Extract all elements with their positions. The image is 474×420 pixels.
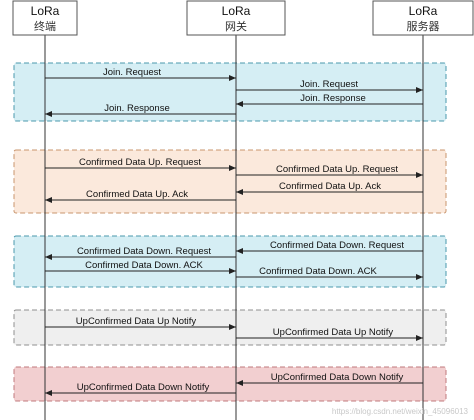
participant-server-box (372, 0, 474, 36)
group-confirmed-up-frame (13, 149, 447, 214)
participant-terminal-name: LoRa (31, 4, 60, 18)
message-label: UpConfirmed Data Down Notify (271, 372, 404, 383)
participant-gateway-name: LoRa (222, 4, 251, 18)
message-label: UpConfirmed Data Up Notify (76, 316, 197, 327)
participant-terminal-sub: 终端 (34, 19, 56, 33)
participant-gateway-box (186, 0, 286, 36)
message-label: Confirmed Data Up. Ack (86, 189, 188, 200)
message-label: Confirmed Data Up. Request (79, 157, 201, 168)
message-label: UpConfirmed Data Up Notify (273, 327, 394, 338)
participant-gateway-sub: 网关 (225, 19, 247, 33)
message-label: Confirmed Data Down. Request (270, 240, 404, 251)
message-arrows (45, 75, 423, 396)
group-join-frame (13, 62, 447, 122)
participant-terminal: LoRa 终端 (12, 0, 78, 36)
message-label: Confirmed Data Down. ACK (85, 260, 203, 271)
participant-server-name: LoRa (409, 4, 438, 18)
message-label: Confirmed Data Up. Request (276, 164, 398, 175)
group-confirmed-down-frame (13, 235, 447, 288)
message-label: Confirmed Data Down. Request (77, 246, 211, 257)
watermark-text: https://blog.csdn.net/weixin_45096013 (332, 407, 469, 416)
message-label: Join. Response (104, 103, 169, 114)
participant-server-sub: 服务器 (407, 20, 440, 33)
message-label: Confirmed Data Up. Ack (279, 181, 381, 192)
message-label: Join. Response (300, 93, 365, 104)
message-label: Confirmed Data Down. ACK (259, 266, 377, 277)
message-labels: Join. Request Join. Request Join. Respon… (76, 67, 405, 393)
message-label: Join. Request (103, 67, 161, 78)
participant-server: LoRa 服务器 (372, 0, 474, 36)
participant-terminal-box (12, 0, 78, 36)
message-label: UpConfirmed Data Down Notify (77, 382, 210, 393)
message-label: Join. Request (300, 79, 358, 90)
participant-gateway: LoRa 网关 (186, 0, 286, 36)
